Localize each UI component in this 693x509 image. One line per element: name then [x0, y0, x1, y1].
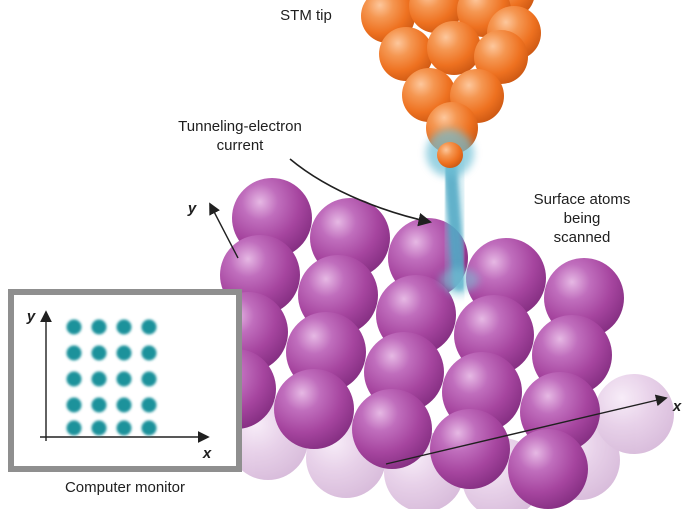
monitor-y-axis-label: y: [26, 308, 36, 325]
monitor-dot-grid: [66, 319, 157, 436]
label-computer-monitor: Computer monitor: [65, 479, 185, 496]
stm-tip-cluster: [361, 0, 541, 177]
monitor-dot: [141, 397, 157, 413]
label-surface-atoms-line1: Surface atoms: [534, 191, 631, 208]
monitor-dot: [66, 319, 82, 335]
monitor-dot: [66, 420, 82, 436]
monitor-dot: [66, 371, 82, 387]
monitor-dot: [91, 397, 107, 413]
surface-atom: [274, 369, 354, 449]
main-axes: y x: [187, 200, 682, 465]
main-x-axis-label: x: [672, 398, 682, 415]
surface-atom: [508, 429, 588, 509]
tunneling-beam: [437, 149, 479, 297]
monitor-dot: [116, 397, 132, 413]
label-surface-atoms-line3: scanned: [554, 229, 611, 246]
surface-atom: [430, 409, 510, 489]
monitor-dot: [66, 397, 82, 413]
main-x-axis-arrow: [385, 394, 668, 465]
monitor-dot: [141, 371, 157, 387]
monitor-x-axis-label: x: [202, 445, 212, 462]
monitor-dot: [116, 345, 132, 361]
monitor-dot: [91, 319, 107, 335]
main-y-axis-label: y: [187, 200, 197, 217]
label-tunneling-current-line1: Tunneling-electron: [178, 118, 302, 135]
beam-impact-glow: [439, 268, 479, 292]
label-surface-atoms-line2: being: [564, 210, 601, 227]
monitor-dot: [116, 420, 132, 436]
monitor-dot: [141, 420, 157, 436]
monitor-dot: [91, 371, 107, 387]
monitor-dot: [91, 420, 107, 436]
monitor-dot: [141, 345, 157, 361]
ghost-atom: [594, 374, 674, 454]
monitor-dot: [116, 319, 132, 335]
label-stm-tip: STM tip: [280, 7, 332, 24]
monitor-dot: [66, 345, 82, 361]
monitor-dot: [116, 371, 132, 387]
surface-atom: [352, 389, 432, 469]
computer-monitor-inset: y x: [8, 289, 242, 472]
tip-apex-atom: [437, 142, 463, 168]
tunneling-current-arrow: [289, 158, 432, 227]
tip-atom: [427, 21, 481, 75]
main-y-axis-arrow: [209, 202, 239, 259]
label-tunneling-current-line2: current: [217, 137, 265, 154]
monitor-dot: [91, 345, 107, 361]
tip-atom: [379, 27, 433, 81]
tip-atom: [474, 30, 528, 84]
monitor-dot: [141, 319, 157, 335]
